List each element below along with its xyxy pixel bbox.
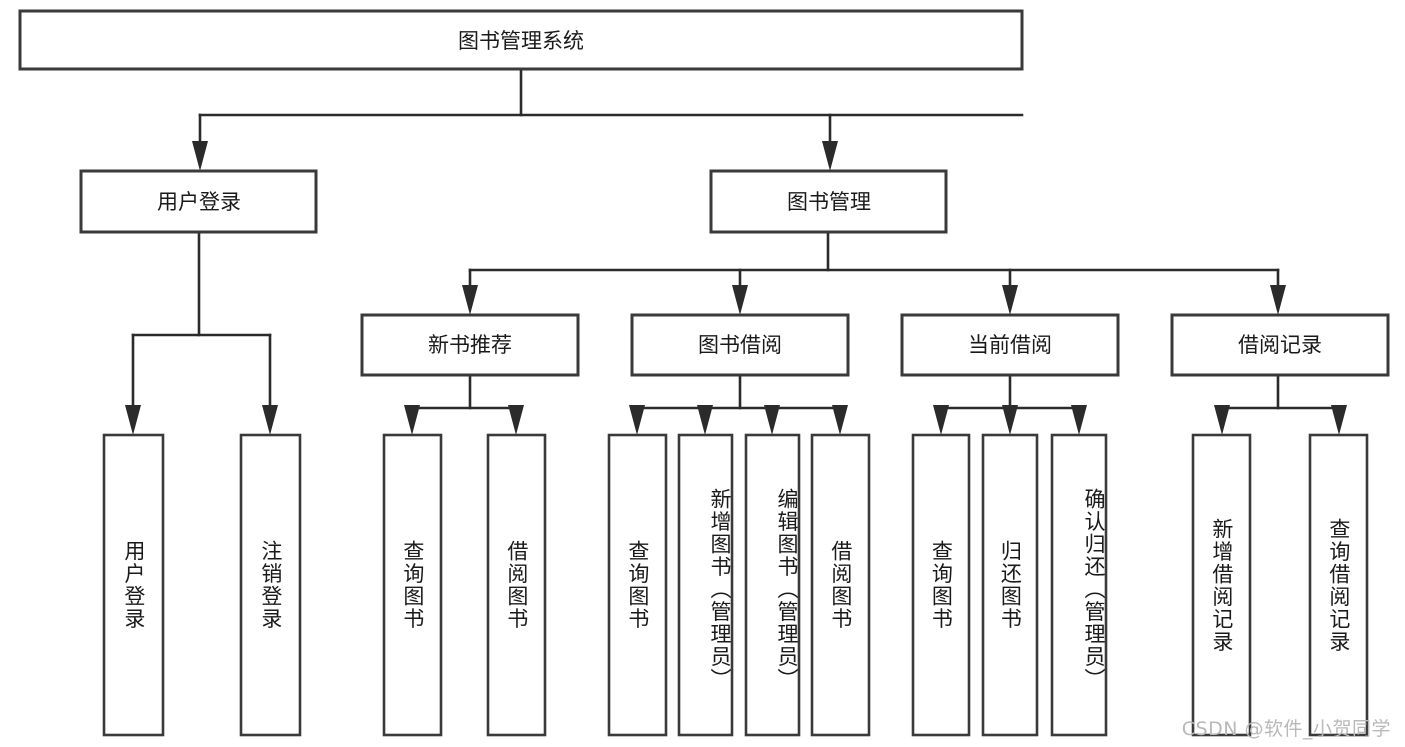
arrow-to-leaf-add-book <box>697 405 713 435</box>
connector-group-new-book-recommend <box>404 373 524 435</box>
connector-group-book-borrow <box>629 373 848 435</box>
node-current-borrow-box[interactable] <box>900 313 1120 377</box>
node-root-label: 图书管理系统 <box>458 29 584 53</box>
arrow-to-leaf-query-book-2 <box>629 405 645 435</box>
connector-group-current-borrow <box>933 373 1087 435</box>
node-leaf-user-login-box[interactable] <box>102 433 165 737</box>
node-new-book-recommend-label: 新书推荐 <box>428 333 512 357</box>
watermark: CSDN @软件_小贺同学 <box>1181 718 1391 740</box>
arrow-to-leaf-borrow-book-1 <box>508 405 524 435</box>
arrow-to-current-borrow <box>1002 285 1018 315</box>
node-leaf-confirm-return-box[interactable] <box>1050 433 1108 737</box>
arrow-to-leaf-logout-login <box>262 405 278 435</box>
node-leaf-logout-login-box[interactable] <box>239 433 302 737</box>
node-new-book-recommend-box[interactable] <box>360 313 580 377</box>
node-current-borrow-label: 当前借阅 <box>968 333 1052 357</box>
node-leaf-add-record-box[interactable] <box>1191 433 1252 737</box>
node-leaf-edit-book-box[interactable] <box>744 433 801 737</box>
arrow-to-leaf-return-book <box>1002 405 1018 435</box>
node-leaf-query-book-3-box[interactable] <box>911 433 971 737</box>
arrow-to-book-manage <box>822 141 838 171</box>
node-user-login-label: 用户登录 <box>157 190 241 214</box>
leaf-boxes <box>102 433 1369 737</box>
node-borrow-record-box[interactable] <box>1170 313 1390 377</box>
node-borrow-record[interactable]: 借阅记录 <box>1170 313 1390 377</box>
arrow-to-leaf-edit-book <box>764 405 780 435</box>
arrow-to-book-borrow <box>732 285 748 315</box>
node-leaf-query-book-1-box[interactable] <box>382 433 443 737</box>
node-borrow-record-label: 借阅记录 <box>1238 333 1322 357</box>
node-root-box[interactable] <box>18 9 1024 71</box>
node-book-borrow-box[interactable] <box>630 313 850 377</box>
node-new-book-recommend[interactable]: 新书推荐 <box>360 313 580 377</box>
arrow-to-new-book-recommend <box>462 285 478 315</box>
node-book-borrow[interactable]: 图书借阅 <box>630 313 850 377</box>
arrow-to-borrow-record <box>1270 285 1286 315</box>
connector-group-borrow-record <box>1214 373 1347 435</box>
arrow-to-leaf-query-book-3 <box>933 405 949 435</box>
arrow-to-leaf-user-login <box>125 405 141 435</box>
node-current-borrow[interactable]: 当前借阅 <box>900 313 1120 377</box>
node-book-borrow-label: 图书借阅 <box>698 333 782 357</box>
node-leaf-add-book-box[interactable] <box>677 433 734 737</box>
node-leaf-return-book-box[interactable] <box>981 433 1039 737</box>
node-book-manage-box[interactable] <box>709 169 948 234</box>
node-leaf-query-record-box[interactable] <box>1308 433 1369 737</box>
node-book-manage[interactable]: 图书管理 <box>709 169 948 234</box>
arrow-to-leaf-confirm-return <box>1071 405 1087 435</box>
node-leaf-borrow-book-1-box[interactable] <box>486 433 547 737</box>
node-user-login[interactable]: 用户登录 <box>79 169 318 234</box>
arrow-to-leaf-query-record <box>1331 405 1347 435</box>
connector-group-root <box>192 67 1024 171</box>
node-root[interactable]: 图书管理系统 <box>18 9 1024 71</box>
arrow-to-leaf-borrow-book-2 <box>832 405 848 435</box>
node-user-login-box[interactable] <box>79 169 318 234</box>
node-book-manage-label: 图书管理 <box>787 190 871 214</box>
connector-group-book-manage <box>462 230 1286 315</box>
arrow-to-user-login <box>192 141 208 171</box>
arrow-to-leaf-query-book-1 <box>404 405 420 435</box>
node-leaf-query-book-2-box[interactable] <box>607 433 668 737</box>
node-leaf-borrow-book-2-box[interactable] <box>810 433 871 737</box>
connector-group-user-login <box>125 230 278 435</box>
arrow-to-leaf-add-record <box>1214 405 1230 435</box>
